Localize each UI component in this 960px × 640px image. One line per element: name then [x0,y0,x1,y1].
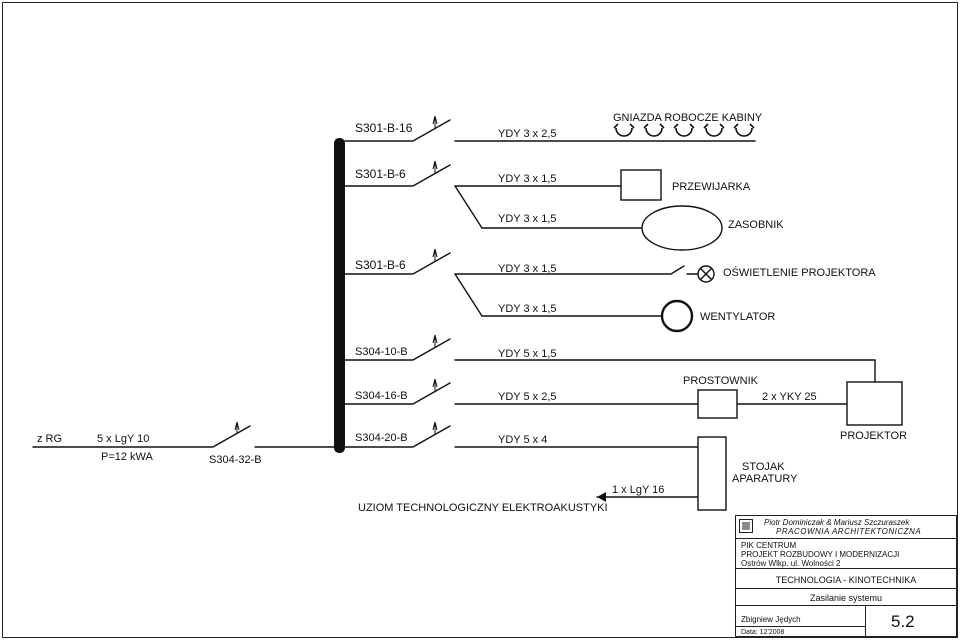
socket-icons [613,123,755,137]
rectifier-box [697,389,738,419]
projector-label: PROJEKTOR [840,430,908,442]
title-block-discipline-row: TECHNOLOGIA - KINOTECHNIKA [736,569,956,589]
breaker-4-label: S304-10-B [355,346,408,358]
rectifier-cable-label: 2 x YKY 25 [762,391,817,403]
feeder-1 [344,119,756,142]
breaker-3-label: S301-B-6 [355,258,406,272]
project-line3: Ostrów Wlkp. ul. Wolności 2 [741,559,841,568]
title-block-project-row: PIK CENTRUM PROJEKT ROZBUDOWY I MODERNIZ… [736,539,956,569]
breaker-4-cable: YDY 5 x 1,5 [498,348,557,360]
fan-motor-icon [660,299,694,333]
earthing-label: UZIOM TECHNOLOGICZNY ELEKTROAKUSTYKI [358,502,608,514]
breaker-3-branch-cable: YDY 3 x 1,5 [498,303,557,315]
fan-label: WENTYLATOR [700,311,776,323]
feeder-2 [344,164,643,229]
breaker-1-cable: YDY 3 x 2,5 [498,128,557,140]
lamp-icon [697,265,715,283]
feeder-4 [344,338,876,383]
breaker-2-label: S301-B-6 [355,167,406,181]
tank-label: ZASOBNIK [728,219,784,231]
project-line2: PROJEKT ROZBUDOWY I MODERNIZACJI [741,550,900,559]
projector-light-label: OŚWIETLENIE PROJEKTORA [723,267,876,279]
breaker-1-label: S301-B-16 [355,121,413,135]
project-line1: PIK CENTRUM [741,541,797,550]
breaker-5-cable: YDY 5 x 2,5 [498,391,557,403]
sheet-number: 5.2 [891,612,915,631]
studio-logo-icon [739,519,753,533]
source-label: z RG [37,433,63,445]
breaker-arrows [234,115,438,434]
feeder-3 [344,252,699,317]
title-block-designer-cell: Zbigniew Jędych Data: 12'2008 [736,606,866,636]
breaker-2-branch-cable: YDY 3 x 1,5 [498,213,557,225]
cutter-box [620,169,662,201]
supply-cable-label: 5 x LgY 10 [97,433,150,445]
studio-text: PRACOWNIA ARCHITEKTONICZNA [776,527,922,536]
feeder-5 [344,382,848,405]
drawing-title-text: Zasilanie systemu [809,593,883,603]
date-text: Data: 12'2008 [741,629,785,636]
feeder-6 [344,425,699,448]
tank-ellipse [641,205,723,251]
breaker-6-cable: YDY 5 x 4 [498,434,548,446]
rack-label-line1: STOJAK [742,461,785,473]
cutter-label: PRZEWIJARKA [672,181,751,193]
equipment-rack-box [697,436,727,511]
designer-text: Zbigniew Jędych [741,615,801,624]
title-block: Piotr Dominiczak & Mariusz Szczuraszek P… [735,515,957,637]
breaker-5-label: S304-16-B [355,390,408,402]
rack-label-line2: APARATURY [732,473,798,485]
earthing-arrow-icon [597,492,606,502]
title-block-studio-row: Piotr Dominiczak & Mariusz Szczuraszek P… [736,516,956,539]
supply-power-label: P=12 kWA [101,451,153,463]
authors-text: Piotr Dominiczak & Mariusz Szczuraszek [764,518,910,527]
supply-line [32,425,335,448]
earthing-cable-label: 1 x LgY 16 [612,484,665,496]
discipline-text: TECHNOLOGIA - KINOTECHNIKA [775,575,917,585]
breaker-3-cable: YDY 3 x 1,5 [498,263,557,275]
main-busbar [334,138,345,453]
main-breaker-label: S304-32-B [209,454,262,466]
breaker-6-label: S304-20-B [355,432,408,444]
sockets-label: GNIAZDA ROBOCZE KABINY [613,112,763,124]
projector-box [846,381,903,426]
rectifier-label: PROSTOWNIK [683,375,758,387]
breaker-2-cable: YDY 3 x 1,5 [498,173,557,185]
title-block-drawing-row: Zasilanie systemu [736,589,956,606]
